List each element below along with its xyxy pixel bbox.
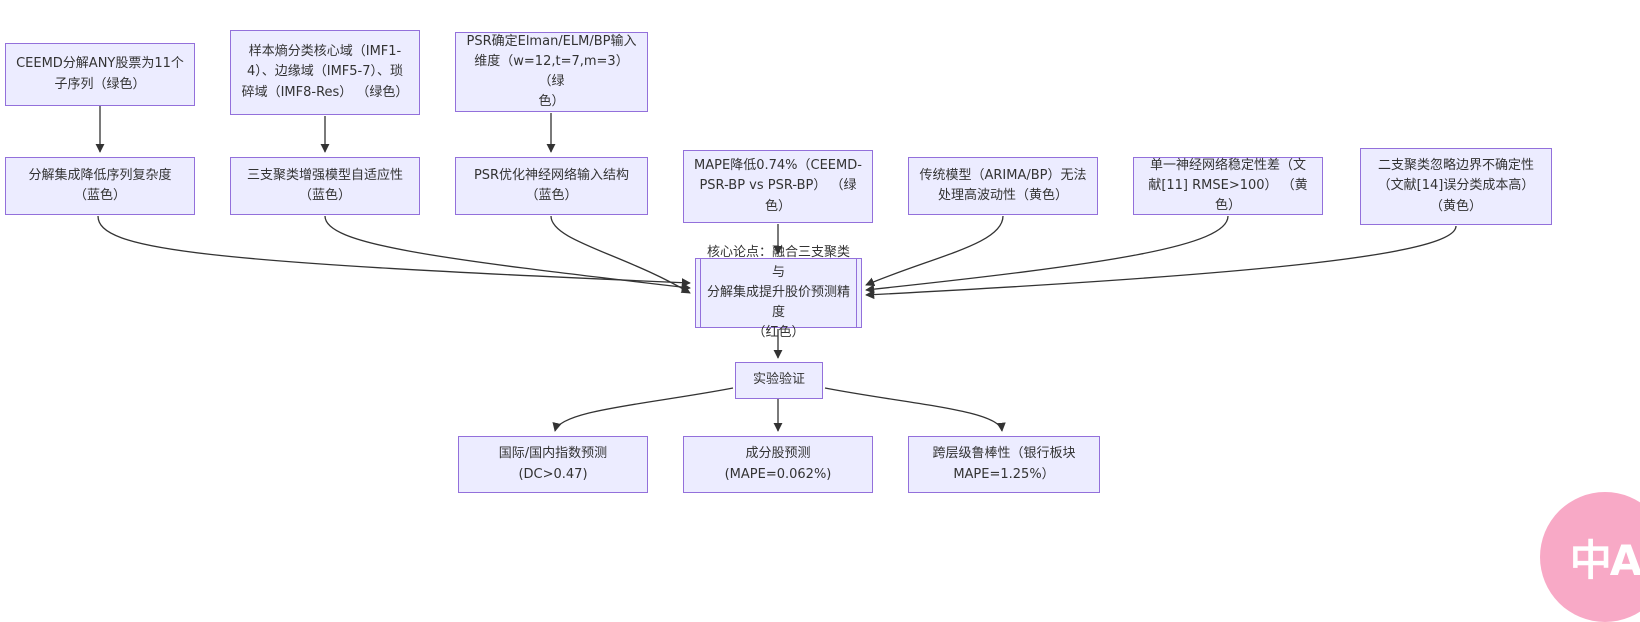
node-label: 单一神经网络稳定性差（文 献[11] RMSE>100） （黄色） xyxy=(1148,157,1308,214)
node-label: 传统模型（ARIMA/BP）无法 处理高波动性（黄色） xyxy=(919,167,1087,203)
node-label: 二支聚类忽略边界不确定性 （文献[14]误分类成本高） （黄色） xyxy=(1377,158,1535,214)
edge-singlenn-to-core xyxy=(865,215,1229,294)
node-label: 跨层级鲁棒性（银行板块 MAPE=1.25%） xyxy=(932,446,1076,482)
node-traditional-model-limit: 传统模型（ARIMA/BP）无法 处理高波动性（黄色） xyxy=(908,157,1098,215)
node-label: 成分股预测 (MAPE=0.062%) xyxy=(724,446,832,482)
node-index-prediction: 国际/国内指数预测 (DC>0.47) xyxy=(458,436,648,493)
node-three-way-adaptivity: 三支聚类增强模型自适应性 （蓝色） xyxy=(230,157,420,215)
node-experiment-validation: 实验验证 xyxy=(735,362,823,399)
edge-experiment-to-robustness xyxy=(824,387,1006,432)
node-sample-entropy-domains: 样本熵分类核心域（IMF1- 4）、边缘域（IMF5-7）、琐 碎域（IMF8-… xyxy=(230,30,420,115)
node-label: MAPE降低0.74%（CEEMD- PSR-BP vs PSR-BP） （绿 … xyxy=(694,158,862,214)
node-decomposition-complexity: 分解集成降低序列复杂度 （蓝色） xyxy=(5,157,195,215)
node-label: PSR优化神经网络输入结构 （蓝色） xyxy=(473,167,630,203)
edge-structure-to-core xyxy=(550,215,691,294)
edge-traditional-to-core xyxy=(865,215,1004,287)
translate-floating-button[interactable]: 中A xyxy=(1540,492,1640,622)
edge-experiment-to-index xyxy=(552,387,734,432)
node-label: 国际/国内指数预测 (DC>0.47) xyxy=(498,446,608,482)
node-label: PSR确定Elman/ELM/BP输入 维度（w=12,t=7,m=3） （绿 … xyxy=(466,33,637,110)
node-psr-input-dimensions: PSR确定Elman/ELM/BP输入 维度（w=12,t=7,m=3） （绿 … xyxy=(455,32,648,112)
node-psr-input-structure: PSR优化神经网络输入结构 （蓝色） xyxy=(455,157,648,215)
node-mape-improvement: MAPE降低0.74%（CEEMD- PSR-BP vs PSR-BP） （绿 … xyxy=(683,150,873,223)
node-label: 三支聚类增强模型自适应性 （蓝色） xyxy=(246,167,403,203)
node-two-way-clustering-limit: 二支聚类忽略边界不确定性 （文献[14]误分类成本高） （黄色） xyxy=(1360,148,1552,225)
node-ceemd-decompose: CEEMD分解ANY股票为11个 子序列（绿色） xyxy=(5,43,195,106)
translate-icon: 中A xyxy=(1569,535,1640,585)
node-constituent-prediction: 成分股预测 (MAPE=0.062%) xyxy=(683,436,873,493)
flowchart-canvas: CEEMD分解ANY股票为11个 子序列（绿色） 样本熵分类核心域（IMF1- … xyxy=(5,30,1640,622)
node-label: 实验验证 xyxy=(752,372,805,388)
node-label: 分解集成降低序列复杂度 （蓝色） xyxy=(28,167,172,203)
edge-adaptive-to-core xyxy=(324,215,691,292)
node-cross-level-robustness: 跨层级鲁棒性（银行板块 MAPE=1.25%） xyxy=(908,436,1100,493)
edge-complexity-to-core xyxy=(97,215,691,288)
node-label: 样本熵分类核心域（IMF1- 4）、边缘域（IMF5-7）、琐 碎域（IMF8-… xyxy=(241,44,409,100)
node-core-thesis: 核心论点：融合三支聚类与 分解集成提升股价预测精度 （红色） xyxy=(695,245,862,340)
node-label: 核心论点：融合三支聚类与 分解集成提升股价预测精度 （红色） xyxy=(706,244,850,341)
node-label: CEEMD分解ANY股票为11个 子序列（绿色） xyxy=(16,56,184,92)
node-single-nn-instability: 单一神经网络稳定性差（文 献[11] RMSE>100） （黄色） xyxy=(1133,157,1323,215)
edge-twoway-to-core xyxy=(865,225,1457,300)
